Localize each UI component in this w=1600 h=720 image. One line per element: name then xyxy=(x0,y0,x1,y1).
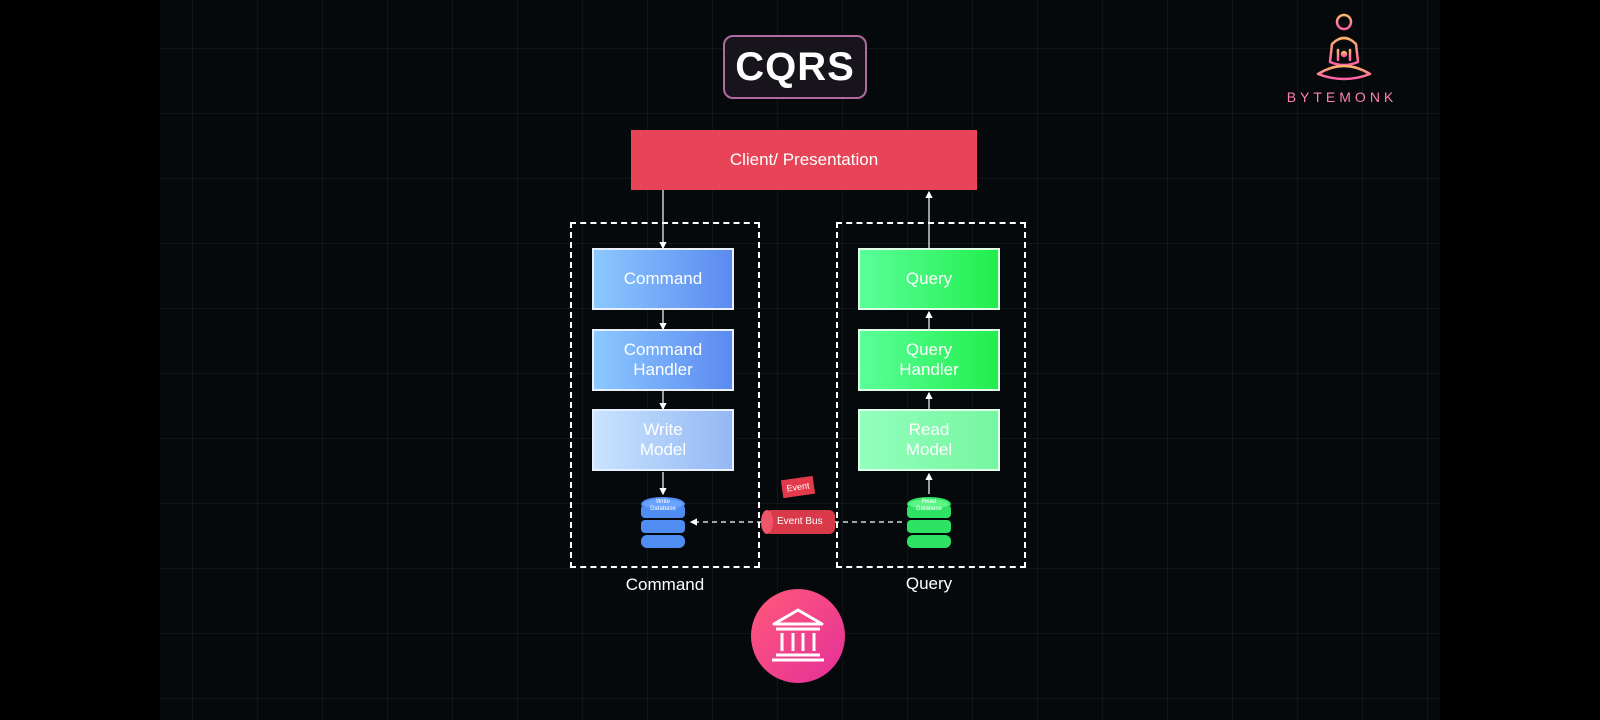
event-bus-label: Event Bus xyxy=(777,516,823,527)
command-node-label: Command xyxy=(623,269,703,288)
command-handler-node-label: Command Handler xyxy=(623,340,703,379)
brand-name: BYTEMONK xyxy=(1286,89,1398,105)
event-tag-label: Event xyxy=(785,480,811,494)
client-presentation-box: Client/ Presentation xyxy=(631,130,977,190)
command-group-label: Command xyxy=(625,575,705,594)
read-model-node: Read Model xyxy=(858,409,1000,471)
read-model-node-label: Read Model xyxy=(905,420,953,459)
event-bus-pipe xyxy=(761,510,835,534)
read-database-label: Read Database xyxy=(916,499,942,512)
command-side-group xyxy=(570,222,760,568)
write-database-icon xyxy=(641,497,685,548)
page-title: CQRS xyxy=(723,35,867,99)
command-handler-node: Command Handler xyxy=(592,329,734,391)
query-handler-node: Query Handler xyxy=(858,329,1000,391)
read-database-icon xyxy=(907,497,951,548)
diagram-canvas: CQRS BYTEMONK Client/ Presentation xyxy=(160,0,1440,720)
client-label: Client/ Presentation xyxy=(729,150,879,169)
connector-layer xyxy=(659,190,933,526)
query-handler-node-label: Query Handler xyxy=(899,340,959,379)
query-side-group xyxy=(836,222,1026,568)
write-model-node: Write Model xyxy=(592,409,734,471)
query-node-label: Query xyxy=(905,269,953,288)
query-group-label: Query xyxy=(905,574,953,593)
bank-building-icon xyxy=(751,589,845,683)
write-model-node-label: Write Model xyxy=(639,420,687,459)
command-node: Command xyxy=(592,248,734,310)
monk-meditation-icon xyxy=(1316,13,1372,81)
query-node: Query xyxy=(858,248,1000,310)
write-database-label: Write Database xyxy=(650,499,676,512)
